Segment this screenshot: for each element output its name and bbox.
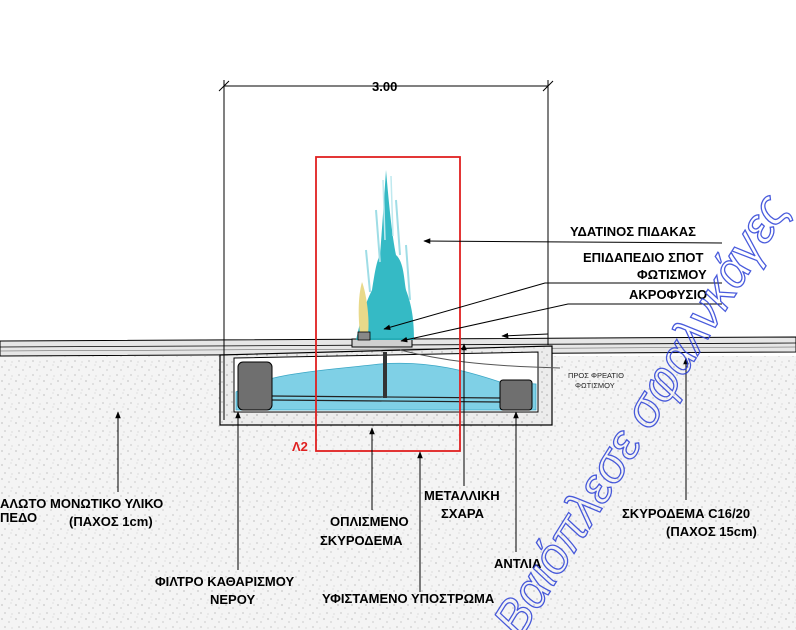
label-to-manhole-2: ΦΩΤΙΣΜΟΥ: [575, 381, 615, 390]
label-left-cut-2: ΠΕΔΟ: [0, 510, 37, 525]
label-spot-line1: ΕΠΙΔΑΠΕΔΙΟ ΣΠΟΤ: [583, 250, 703, 265]
water-jet: [356, 170, 414, 340]
pump-unit: [499, 379, 533, 411]
label-to-manhole-1: ΠΡΟΣ ΦΡΕΑΤΙΟ: [568, 371, 624, 380]
label-pump: ΑΝΤΛΙΑ: [494, 556, 542, 571]
floor-spot-light: [358, 282, 369, 334]
leader-spot: [383, 282, 722, 330]
grid-tag: Λ2: [292, 439, 308, 454]
label-filter-1: ΦΙΛΤΡΟ ΚΑΘΑΡΙΣΜΟΥ: [155, 574, 294, 589]
label-subbase: ΥΦΙΣΤΑΜΕΝΟ ΥΠΟΣΤΡΩΜΑ: [322, 591, 495, 606]
label-reinforced-2: ΣΚΥΡΟΔΕΜΑ: [320, 533, 403, 548]
dimension-line: [218, 80, 554, 420]
spot-light-body: [357, 331, 371, 341]
label-metal-grate-1: ΜΕΤΑΛΛΙΚΗ: [424, 488, 500, 503]
dimension-value: 3.00: [372, 79, 397, 94]
leader-surface: [501, 332, 549, 339]
label-insulation-1: ΜΟΝΩΤΙΚΟ ΥΛΙΚΟ: [50, 496, 163, 511]
label-filter-2: ΝΕΡΟΥ: [210, 592, 255, 607]
leader-nozzle: [400, 303, 722, 343]
leader-water-jet: [423, 238, 723, 244]
filter-unit: [237, 361, 273, 411]
label-spot-line2: ΦΩΤΙΣΜΟΥ: [637, 267, 707, 282]
label-insulation-2: (ΠΑΧΟΣ 1cm): [69, 514, 153, 529]
label-water-jet: ΥΔΑΤΙΝΟΣ ΠΙΔΑΚΑΣ: [570, 224, 696, 239]
pipe-to-manhole: [399, 349, 561, 369]
nozzle-stem: [383, 352, 387, 398]
label-concrete-1: ΣΚΥΡΟΔΕΜΑ C16/20: [622, 506, 750, 521]
label-reinforced-1: ΟΠΛΙΣΜΕΝΟ: [330, 514, 409, 529]
label-nozzle: ΑΚΡΟΦΥΣΙΟ: [629, 287, 707, 302]
label-left-cut-1: ΑΛΩΤΟ: [0, 496, 46, 511]
label-metal-grate-2: ΣΧΑΡΑ: [441, 506, 485, 521]
detail-highlight-box: [315, 156, 461, 452]
label-concrete-2: (ΠΑΧΟΣ 15cm): [666, 524, 757, 539]
